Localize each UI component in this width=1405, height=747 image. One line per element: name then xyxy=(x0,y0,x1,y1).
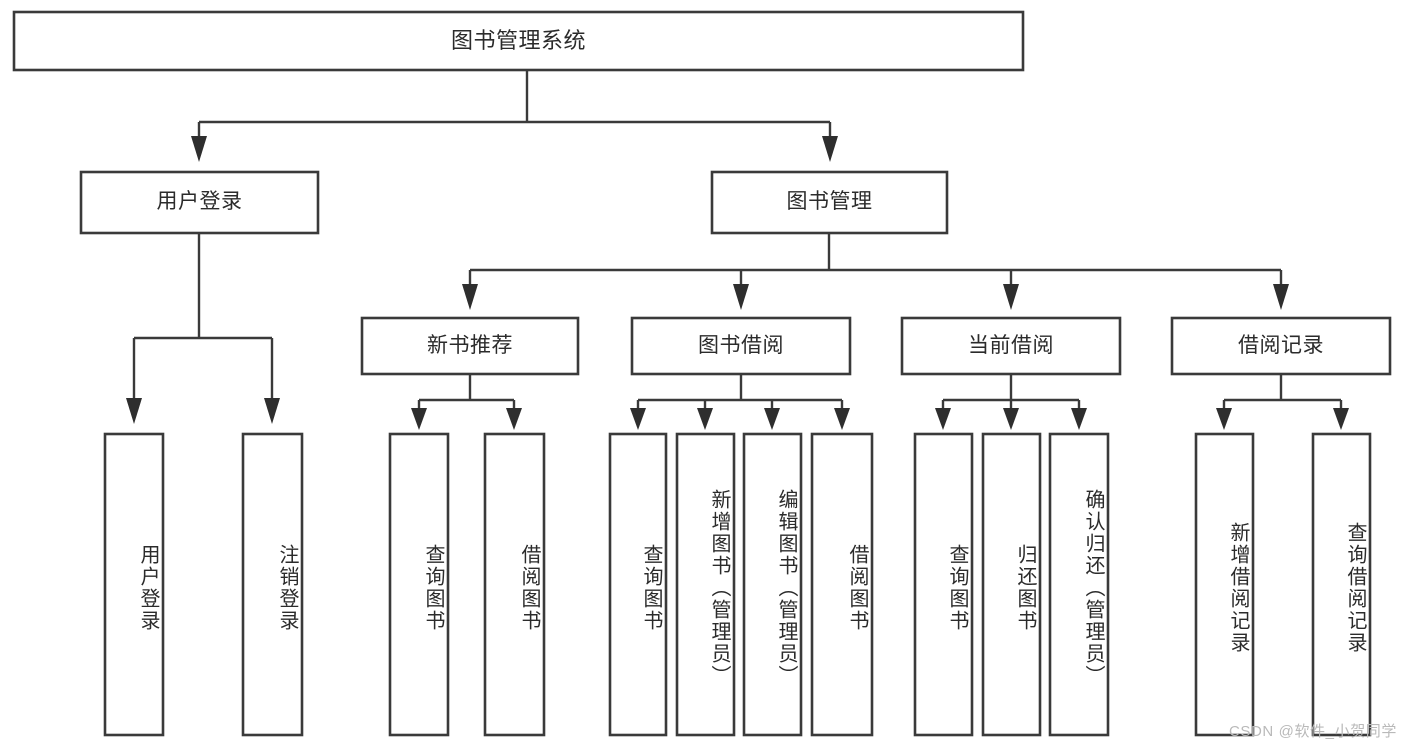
arrow-borrow-record-to-query-record xyxy=(1333,408,1349,430)
node-box-leaf-query-book-borrow[interactable] xyxy=(608,432,668,737)
node-box-root[interactable] xyxy=(12,10,1025,72)
connector-new-book-rec-bus xyxy=(417,374,516,408)
connector-user-login-bus xyxy=(132,233,274,398)
node-box-leaf-query-book-current[interactable] xyxy=(913,432,974,737)
node-box-leaf-borrow-book[interactable] xyxy=(810,432,874,737)
connector-root-bus xyxy=(197,70,832,136)
arrow-book-borrow-to-edit-book xyxy=(764,408,780,430)
arrow-new-book-rec-to-borrow-book xyxy=(506,408,522,430)
arrow-user-login-to-leaf-logout xyxy=(264,398,280,424)
connector-book-borrow-bus xyxy=(636,374,844,408)
arrow-book-borrow-to-borrow-book xyxy=(834,408,850,430)
node-box-leaf-query-book-rec[interactable] xyxy=(388,432,450,737)
node-box-leaf-borrow-book-rec[interactable] xyxy=(483,432,546,737)
csdn-watermark: CSDN @软件_小贺同学 xyxy=(1228,723,1397,740)
connector-book-manage-bus xyxy=(468,233,1283,284)
node-box-leaf-confirm-return[interactable] xyxy=(1048,432,1110,737)
arrow-book-manage-to-book-borrow xyxy=(733,284,749,310)
node-box-leaf-add-record[interactable] xyxy=(1194,432,1255,737)
connector-borrow-record-bus xyxy=(1222,374,1343,408)
node-box-leaf-query-record[interactable] xyxy=(1311,432,1372,737)
arrow-root-to-user-login xyxy=(191,136,207,162)
node-box-user-login[interactable] xyxy=(79,170,320,235)
node-box-borrow-record[interactable] xyxy=(1170,316,1392,376)
arrow-book-borrow-to-query-book xyxy=(630,408,646,430)
arrow-book-manage-to-borrow-record xyxy=(1273,284,1289,310)
node-box-leaf-user-login[interactable] xyxy=(103,432,165,737)
arrow-user-login-to-leaf-user-login xyxy=(126,398,142,424)
arrow-current-borrow-to-return-book xyxy=(1003,408,1019,430)
node-box-leaf-logout[interactable] xyxy=(241,432,304,737)
arrow-book-borrow-to-add-book xyxy=(697,408,713,430)
arrow-new-book-rec-to-query-book xyxy=(411,408,427,430)
node-box-leaf-add-book[interactable] xyxy=(675,432,736,737)
arrow-root-to-book-manage xyxy=(822,136,838,162)
node-box-new-book-rec[interactable] xyxy=(360,316,580,376)
arrow-borrow-record-to-add-record xyxy=(1216,408,1232,430)
arrow-book-manage-to-new-book-rec xyxy=(462,284,478,310)
node-box-book-borrow[interactable] xyxy=(630,316,852,376)
arrow-current-borrow-to-query-book xyxy=(935,408,951,430)
node-box-current-borrow[interactable] xyxy=(900,316,1122,376)
arrow-current-borrow-to-confirm-return xyxy=(1071,408,1087,430)
connector-current-borrow-bus xyxy=(941,374,1081,408)
node-box-book-manage[interactable] xyxy=(710,170,949,235)
node-box-leaf-return-book[interactable] xyxy=(981,432,1042,737)
arrow-book-manage-to-current-borrow xyxy=(1003,284,1019,310)
node-box-leaf-edit-book[interactable] xyxy=(742,432,803,737)
